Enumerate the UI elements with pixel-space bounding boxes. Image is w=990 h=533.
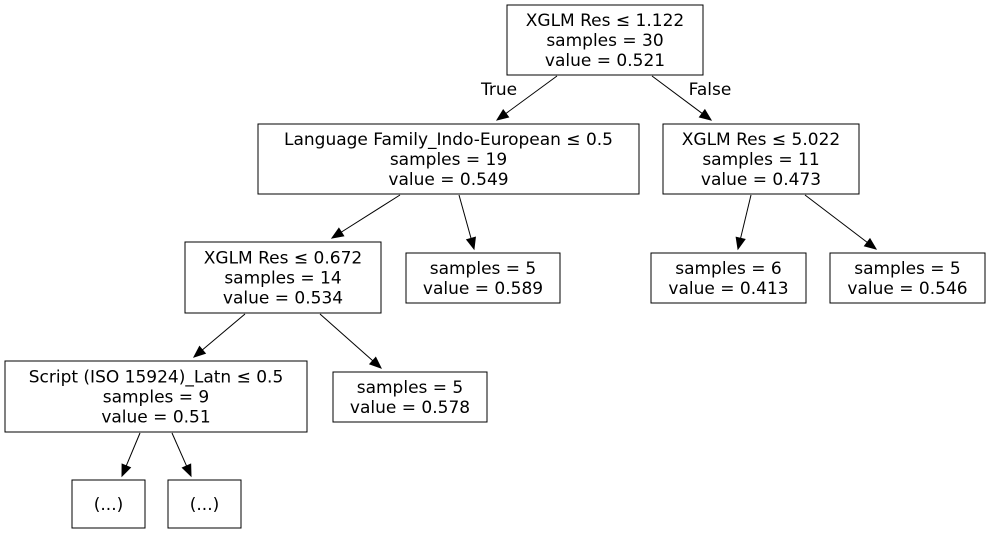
node-line: samples = 9: [103, 388, 210, 408]
tree-edge-n0-n2: False: [651, 75, 732, 121]
node-line: XGLM Res ≤ 5.022: [682, 130, 840, 150]
node-box: [650, 252, 807, 304]
tree-edge-n0-n1: True: [480, 75, 558, 121]
edge-line: [740, 194, 752, 239]
edge-line: [505, 75, 558, 114]
tree-edge-n7-n10: [171, 432, 192, 478]
node-box: [257, 123, 640, 195]
edge-line: [341, 194, 401, 233]
tree-leaf-node-n9: (...): [71, 479, 146, 529]
tree-edge-n1-n4: [458, 194, 476, 251]
node-line: samples = 6: [675, 259, 782, 279]
node-box: [4, 360, 308, 433]
tree-split-node-n1: Language Family_Indo-European ≤ 0.5sampl…: [257, 123, 640, 195]
node-line: samples = 19: [390, 150, 507, 170]
node-line: Language Family_Indo-European ≤ 0.5: [284, 130, 613, 150]
edge-line: [458, 194, 472, 239]
edge-line: [651, 75, 703, 114]
tree-edge-n2-n6: [804, 194, 878, 250]
node-line: XGLM Res ≤ 1.122: [526, 11, 684, 31]
node-line: value = 0.589: [423, 279, 543, 299]
node-line: samples = 5: [854, 259, 961, 279]
arrowhead-icon: [121, 463, 132, 478]
tree-edge-n1-n3: [330, 194, 401, 239]
tree-edge-n7-n9: [121, 432, 141, 478]
node-line: samples = 30: [546, 31, 663, 51]
tree-edge-n3-n8: [319, 313, 382, 369]
node-box: [405, 252, 561, 304]
node-line: value = 0.51: [101, 408, 210, 428]
node-box: [184, 241, 382, 314]
node-line: value = 0.549: [388, 170, 508, 190]
edge-line: [171, 432, 188, 467]
node-line: (...): [94, 495, 123, 515]
node-box: [506, 4, 704, 76]
arrowhead-icon: [465, 236, 476, 251]
node-line: samples = 14: [224, 269, 341, 289]
tree-edge-n2-n5: [735, 194, 752, 251]
arrowhead-icon: [495, 108, 510, 121]
node-line: (...): [190, 495, 219, 515]
arrowhead-icon: [181, 463, 192, 478]
node-box: [167, 479, 242, 529]
edge-label-true: True: [480, 80, 517, 100]
edge-line: [804, 194, 868, 243]
node-line: value = 0.413: [668, 279, 788, 299]
edge-line: [202, 313, 246, 351]
arrowhead-icon: [368, 356, 382, 369]
arrowhead-icon: [698, 108, 713, 121]
node-line: value = 0.578: [350, 398, 470, 418]
node-box: [662, 123, 860, 195]
node-box: [332, 371, 488, 423]
node-line: samples = 11: [702, 150, 819, 170]
node-box: [829, 252, 986, 304]
tree-leaf-node-n10: (...): [167, 479, 242, 529]
arrowhead-icon: [735, 236, 746, 251]
node-line: XGLM Res ≤ 0.672: [204, 249, 362, 269]
tree-edge-n3-n7: [192, 313, 246, 358]
arrowhead-icon: [330, 227, 345, 239]
edge-label-false: False: [689, 80, 732, 100]
arrowhead-icon: [192, 345, 207, 358]
node-line: Script (ISO 15924)_Latn ≤ 0.5: [29, 368, 284, 388]
node-line: samples = 5: [357, 378, 464, 398]
edge-line: [125, 432, 141, 467]
arrowhead-icon: [863, 237, 878, 250]
node-line: value = 0.546: [847, 279, 967, 299]
node-box: [71, 479, 146, 529]
node-line: value = 0.521: [545, 51, 665, 71]
node-line: value = 0.534: [223, 289, 343, 309]
node-line: value = 0.473: [701, 170, 821, 190]
edge-line: [319, 313, 374, 362]
node-line: samples = 5: [430, 259, 537, 279]
